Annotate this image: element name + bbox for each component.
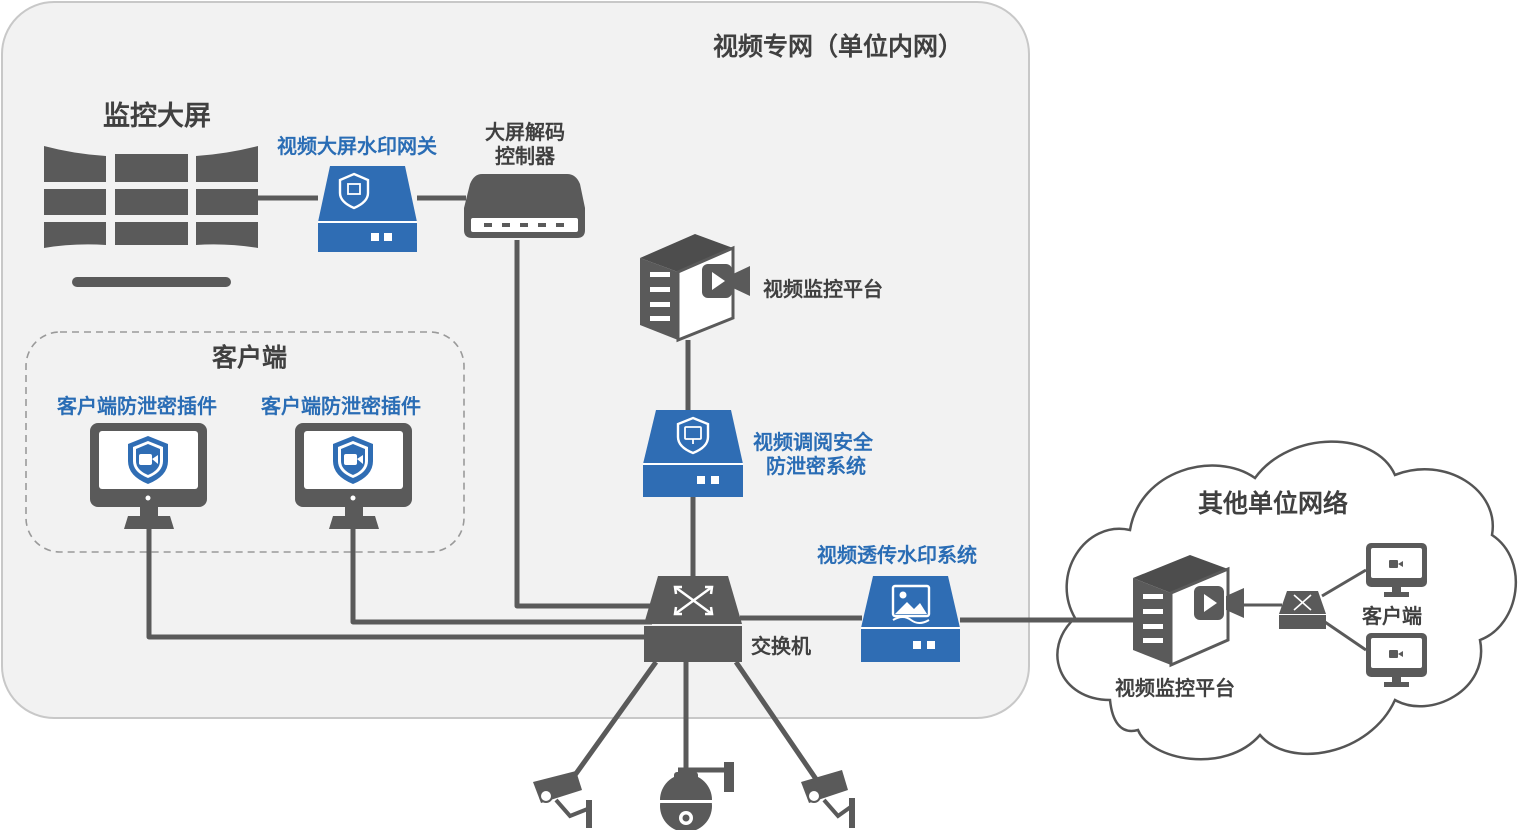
link-remote-client2 bbox=[1321, 618, 1367, 652]
decoder-icon bbox=[464, 174, 585, 238]
bullet-camera-icon bbox=[533, 771, 592, 828]
security-label-line2: 防泄密系统 bbox=[766, 454, 866, 478]
client-plugin-label-2: 客户端防泄密插件 bbox=[261, 394, 421, 418]
switch-icon bbox=[644, 576, 742, 662]
server-icon bbox=[1133, 555, 1244, 668]
decoder-label-line1: 大屏解码 bbox=[485, 120, 565, 144]
client-plugin-label-1: 客户端防泄密插件 bbox=[57, 394, 217, 418]
bullet-camera-icon bbox=[801, 770, 855, 828]
link-decoder-switch bbox=[514, 240, 652, 609]
private-network-title: 视频专网（单位内网） bbox=[713, 32, 964, 61]
remote-clients-label: 客户端 bbox=[1362, 604, 1422, 628]
link-switch-cam1 bbox=[567, 660, 659, 784]
link-client1-switch bbox=[146, 527, 652, 640]
decoder-label: 大屏解码 控制器 bbox=[470, 120, 580, 168]
monitor-icon bbox=[1366, 543, 1427, 597]
switch-icon bbox=[1279, 591, 1326, 629]
shield-camera-icon bbox=[128, 436, 168, 484]
security-appliance-icon bbox=[643, 410, 743, 497]
security-label-line1: 视频调阅安全 bbox=[753, 430, 873, 454]
server-icon bbox=[640, 234, 750, 343]
image-watermark-icon bbox=[861, 576, 960, 662]
platform-main-label: 视频监控平台 bbox=[763, 277, 883, 301]
link-remote-client1 bbox=[1321, 568, 1367, 598]
client-group-title: 客户端 bbox=[212, 343, 288, 372]
connection-lines bbox=[146, 195, 1367, 784]
video-wall-icon bbox=[44, 146, 258, 287]
screen-gateway-label: 视频大屏水印网关 bbox=[277, 134, 437, 158]
decoder-label-line2: 控制器 bbox=[495, 144, 555, 168]
big-screen-label: 监控大屏 bbox=[103, 101, 211, 132]
monitor-icon bbox=[1366, 633, 1427, 687]
relay-watermark-label: 视频透传水印系统 bbox=[817, 543, 977, 567]
link-switch-cam3 bbox=[733, 660, 821, 784]
other-network-title: 其他单位网络 bbox=[1198, 489, 1349, 518]
dome-camera-icon bbox=[660, 762, 734, 830]
shield-camera-icon bbox=[333, 436, 373, 484]
link-client2-switch bbox=[350, 527, 652, 625]
switch-label: 交换机 bbox=[751, 634, 811, 658]
watermark-gateway-icon bbox=[318, 166, 417, 252]
security-system-label: 视频调阅安全 防泄密系统 bbox=[753, 430, 873, 478]
platform-remote-label: 视频监控平台 bbox=[1115, 676, 1235, 700]
client-group-zone bbox=[25, 331, 465, 553]
